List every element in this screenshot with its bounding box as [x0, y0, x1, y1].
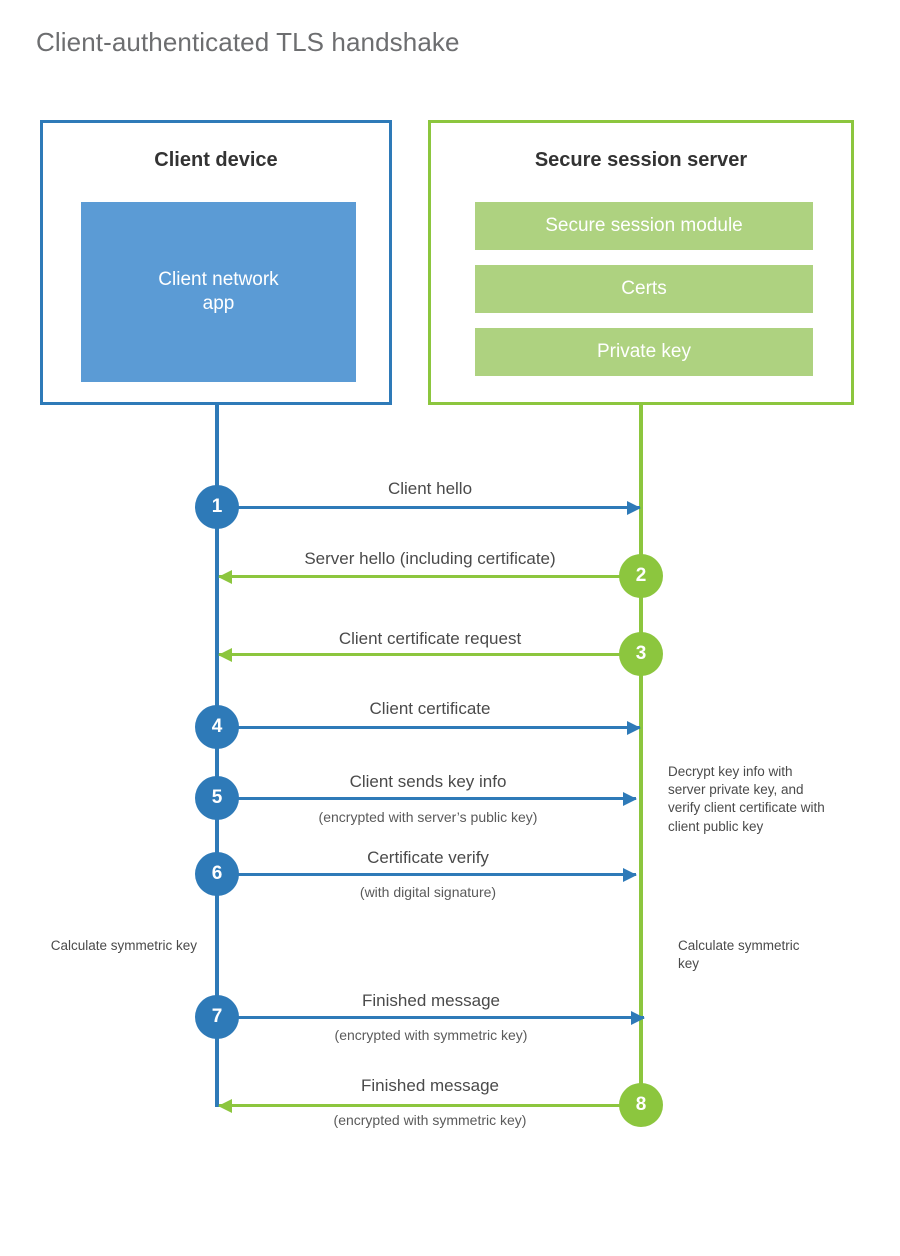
step-6-label: Certificate verify: [367, 848, 489, 867]
step-8-label: Finished message: [361, 1076, 499, 1095]
arrow-head-icon: [218, 569, 232, 584]
step-marker-6: 6: [195, 852, 239, 896]
arrow-head-icon: [218, 647, 232, 662]
server-block-label: Secure session module: [545, 215, 743, 236]
secure-session-server-title: Secure session server: [534, 149, 748, 171]
step-marker-1: 1: [195, 485, 239, 529]
step-marker-4: 4: [195, 705, 239, 749]
step-5-sublabel: (encrypted with server’s public key): [318, 809, 538, 825]
actor-box-client-device: Client device Client network app: [40, 120, 392, 405]
step-marker-3: 3: [619, 632, 663, 676]
step-7-sublabel: (encrypted with symmetric key): [334, 1027, 528, 1043]
note-server-calculate-symmetric-key: Calculate symmetric key: [678, 938, 800, 972]
server-block-label: Private key: [597, 341, 691, 362]
arrow-step-6: [218, 867, 637, 882]
arrow-head-icon: [627, 500, 641, 515]
step-4-label: Client certificate: [369, 699, 491, 718]
client-device-title: Client device: [154, 149, 278, 171]
server-block-private-key: Private key: [475, 328, 813, 376]
arrow-head-icon: [623, 791, 637, 806]
arrow-head-icon: [623, 867, 637, 882]
arrow-head-icon: [631, 1010, 645, 1025]
arrow-head-icon: [627, 720, 641, 735]
arrow-step-4: [218, 720, 641, 735]
step-7-label: Finished message: [362, 991, 500, 1010]
lifeline-server: [639, 403, 643, 1106]
step-1-label: Client hello: [387, 479, 473, 498]
actor-box-secure-session-server: Secure session server Secure session mod…: [428, 120, 854, 405]
lifeline-client: [215, 403, 219, 1107]
arrow-step-5: [218, 791, 637, 806]
step-marker-5: 5: [195, 776, 239, 820]
step-8-sublabel: (encrypted with symmetric key): [333, 1112, 527, 1128]
arrow-head-icon: [218, 1098, 232, 1113]
server-block-secure-session-module: Secure session module: [475, 202, 813, 250]
step-3-label: Client certificate request: [338, 629, 522, 648]
arrow-step-1: [218, 500, 641, 515]
note-server-decrypt: Decrypt key info with server private key…: [668, 764, 825, 834]
server-block-certs: Certs: [475, 265, 813, 313]
note-client-calculate-symmetric-key: Calculate symmetric key: [50, 938, 197, 953]
page-title: Client-authenticated TLS handshake: [36, 27, 460, 57]
arrow-step-8: [218, 1098, 641, 1113]
step-marker-8: 8: [619, 1083, 663, 1127]
arrow-step-2: [218, 569, 641, 584]
server-block-label: Certs: [621, 278, 667, 299]
step-6-sublabel: (with digital signature): [359, 884, 497, 900]
arrow-step-3: [218, 647, 641, 662]
arrow-step-7: [218, 1010, 645, 1025]
client-network-app-line1: Client network: [158, 268, 279, 290]
step-5-label: Client sends key info: [349, 772, 507, 791]
step-2-label: Server hello (including certificate): [304, 549, 556, 568]
step-marker-7: 7: [195, 995, 239, 1039]
step-marker-2: 2: [619, 554, 663, 598]
client-network-app-block: Client network app: [81, 202, 356, 382]
client-network-app-line2: app: [202, 293, 235, 314]
